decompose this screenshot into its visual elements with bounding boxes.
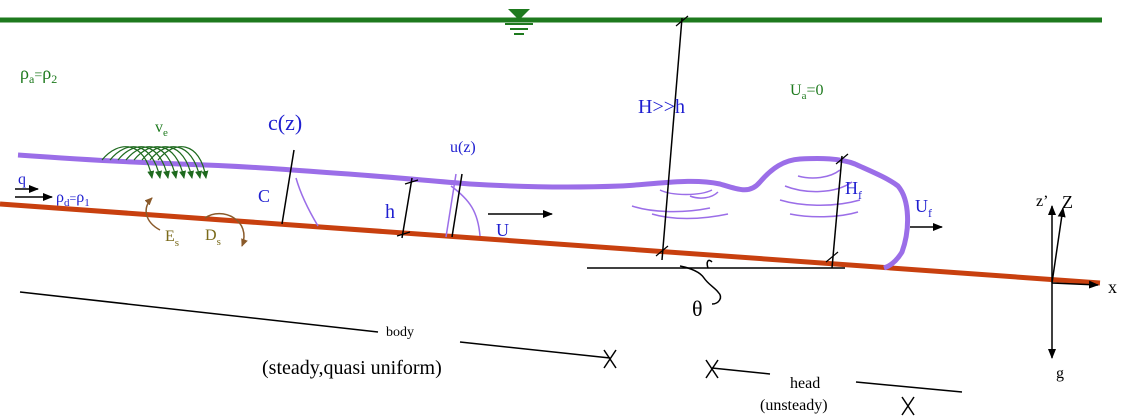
z-axis-label: Z (1062, 192, 1073, 212)
entrainment-arrows (101, 146, 209, 179)
body-description-label: (steady,quasi uniform) (262, 357, 442, 379)
body-extent-line (19, 291, 379, 333)
H-dimension-line (661, 17, 683, 261)
deposition-label: Ds (205, 227, 221, 248)
z-axis-arrow (1051, 207, 1066, 284)
front-velocity-label: Uf (915, 196, 932, 220)
head-description-label: (unsteady) (760, 397, 828, 414)
velocity-profile-label: u(z) (450, 139, 476, 156)
deposition-arrow (204, 213, 248, 247)
current-thickness-label: h (385, 201, 395, 223)
sloping-bed-line (0, 201, 1101, 286)
head-end-tick (901, 396, 915, 416)
head-extent-line-left (711, 367, 771, 375)
erosion-label: Es (165, 228, 179, 249)
concentration-profile-label: c(z) (268, 110, 302, 135)
rho-d-label: ρd=ρ1 (56, 189, 90, 209)
x-axis-label: x (1108, 277, 1117, 297)
discharge-label: q (18, 171, 26, 188)
head-eddies (631, 169, 861, 220)
depth-average-concentration-label: C (258, 186, 270, 206)
current-upper-interface (17, 152, 911, 271)
head-height-label: Hf (845, 178, 862, 202)
gravity-label: g (1056, 365, 1064, 382)
ambient-velocity-label: Ua=0 (790, 82, 823, 102)
x-axis-arrow (1051, 280, 1099, 289)
head-start-tick (705, 359, 719, 379)
rho-a-label: ρa=ρ2 (20, 63, 57, 86)
erosion-arrow (144, 197, 161, 231)
velocity-profile-tick (445, 173, 457, 238)
theta-angle-arc (679, 259, 722, 305)
slope-angle-label: θ (692, 296, 703, 321)
ambient-depth-label: H>>h (638, 96, 685, 118)
concentration-profile-curve (295, 177, 319, 227)
water-level-symbol-icon (505, 9, 533, 35)
entrainment-velocity-label: ve (155, 119, 168, 139)
h-dimension-line (401, 177, 413, 239)
mean-velocity-label: U (496, 220, 509, 240)
velocity-profile-axis (451, 173, 463, 238)
z-prime-axis-label: z’ (1036, 193, 1048, 210)
concentration-profile-axis (281, 149, 295, 225)
body-extent-line-right (459, 341, 611, 359)
body-label: body (386, 325, 414, 340)
body-end-tick (603, 349, 617, 369)
velocity-profile-curve (450, 185, 481, 237)
head-extent-line-right (855, 381, 963, 393)
Hf-dimension-line (831, 155, 843, 269)
head-label: head (790, 375, 820, 392)
